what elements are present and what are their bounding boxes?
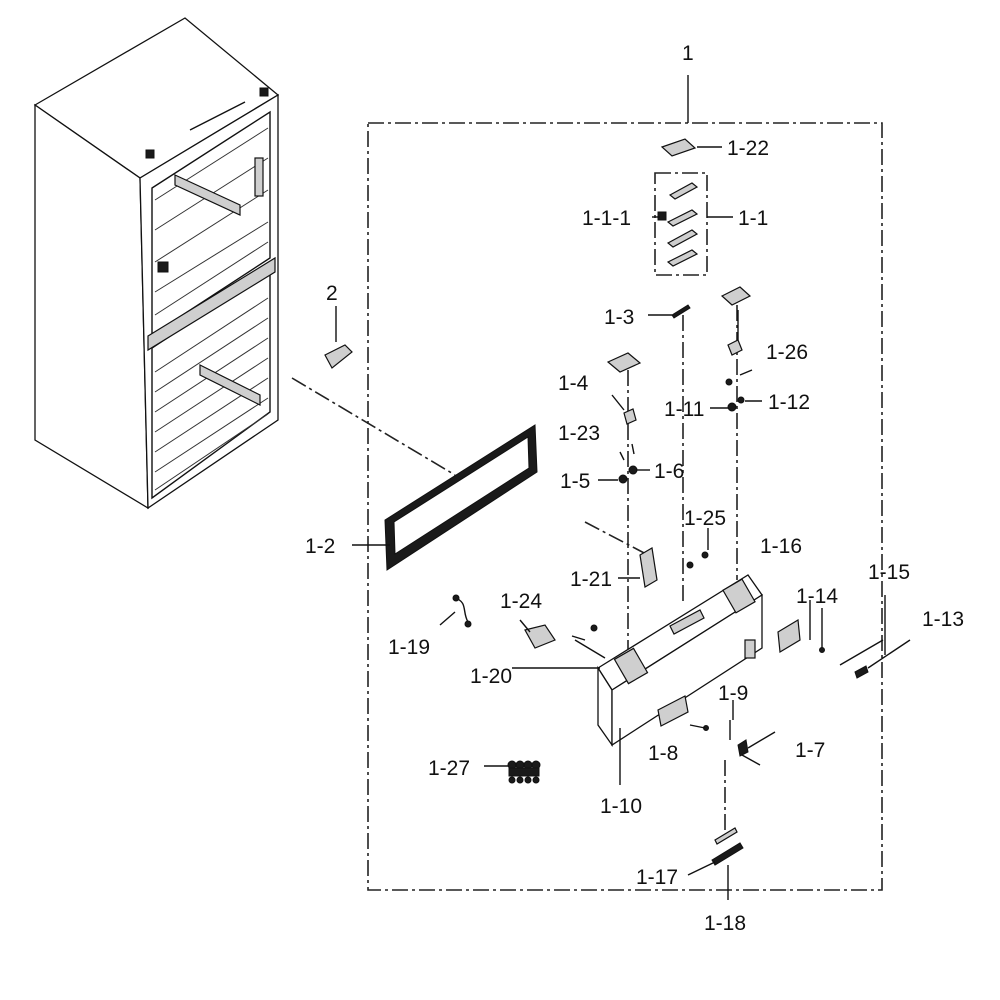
part-1-7-screw bbox=[737, 739, 749, 757]
cabinet-rail bbox=[199, 364, 261, 406]
part-1-22-cap bbox=[660, 138, 697, 157]
label-1-24: 1-24 bbox=[500, 590, 542, 613]
part-1-3-pin bbox=[671, 304, 691, 319]
part-1-2-gasket bbox=[384, 424, 538, 571]
label-1-3: 1-3 bbox=[604, 306, 634, 329]
cabinet-divider bbox=[147, 256, 276, 352]
label-1-16: 1-16 bbox=[760, 535, 802, 558]
cabinet-hinge-right bbox=[259, 87, 269, 97]
part-1-1-1-clip bbox=[657, 211, 667, 221]
label-1-27: 1-27 bbox=[428, 757, 470, 780]
assembly-1-boundary bbox=[367, 122, 883, 891]
callout-labels: 1 2 1-22 1-1-1 1-1 1-3 1-26 1-4 1-11 1-1… bbox=[305, 42, 964, 935]
cover-foot bbox=[744, 639, 756, 659]
label-1-14: 1-14 bbox=[796, 585, 838, 608]
label-1-4: 1-4 bbox=[558, 372, 589, 395]
refrigerator-cabinet bbox=[33, 17, 280, 510]
part-1-1-handle-pieces bbox=[657, 182, 699, 267]
part-1-27-screws bbox=[507, 760, 541, 784]
cabinet-opening-upper bbox=[151, 110, 271, 337]
part-1-21-bracket bbox=[639, 547, 658, 588]
label-1-17: 1-17 bbox=[636, 866, 678, 889]
part-screw-right bbox=[739, 369, 753, 376]
label-1-22: 1-22 bbox=[727, 137, 769, 160]
label-1-13: 1-13 bbox=[922, 608, 964, 631]
part-1-23-screw-2 bbox=[619, 451, 625, 461]
label-1-10: 1-10 bbox=[600, 795, 642, 818]
cover-front-face bbox=[611, 593, 763, 747]
label-1-20: 1-20 bbox=[470, 665, 512, 688]
label-1-11: 1-11 bbox=[664, 398, 704, 421]
part-1-23-screw bbox=[631, 443, 635, 455]
label-1-19: 1-19 bbox=[388, 636, 430, 659]
label-1-9: 1-9 bbox=[718, 682, 748, 705]
cover-hinge-right bbox=[722, 578, 756, 614]
part-1-11-washer bbox=[727, 402, 737, 412]
part-1-26-bushing bbox=[727, 339, 743, 356]
label-1-25: 1-25 bbox=[684, 507, 726, 530]
label-1-7: 1-7 bbox=[795, 739, 825, 762]
label-1-1-1: 1-1-1 bbox=[582, 207, 631, 230]
subassembly-1-1-box bbox=[654, 172, 708, 276]
part-cap-left bbox=[606, 352, 642, 373]
label-1-6: 1-6 bbox=[654, 460, 684, 483]
part-1-24-bracket bbox=[524, 624, 556, 649]
cover-slot bbox=[669, 609, 705, 635]
cabinet-hinge-left bbox=[145, 149, 155, 159]
label-1-8: 1-8 bbox=[648, 742, 678, 765]
part-1-12-nut bbox=[737, 396, 745, 404]
part-1-19-cable bbox=[454, 597, 469, 623]
part-door-cover-housing bbox=[597, 574, 763, 748]
part-1-8-plate bbox=[657, 695, 689, 727]
part-cap-right bbox=[720, 286, 752, 306]
part-1-18-strip bbox=[711, 842, 744, 866]
label-1-5: 1-5 bbox=[560, 470, 590, 493]
label-2: 2 bbox=[326, 282, 338, 305]
cabinet-shelves-upper bbox=[154, 127, 269, 316]
part-1-24-pin bbox=[571, 635, 586, 641]
label-1: 1 bbox=[682, 42, 694, 65]
label-1-12: 1-12 bbox=[768, 391, 810, 414]
axis-bracket bbox=[584, 521, 649, 556]
cabinet-small-part bbox=[157, 261, 169, 273]
label-1-2: 1-2 bbox=[305, 535, 335, 558]
cabinet-shelves-lower bbox=[154, 297, 269, 491]
cover-hinge-left bbox=[613, 647, 649, 685]
part-1-14-washer bbox=[819, 647, 825, 653]
part-1-25-screw bbox=[701, 551, 709, 559]
part-1-24-screw bbox=[590, 624, 598, 632]
label-1-15: 1-15 bbox=[868, 561, 910, 584]
label-1-18: 1-18 bbox=[704, 912, 746, 935]
leader-lines bbox=[335, 146, 911, 900]
part-2-bracket bbox=[324, 344, 353, 369]
label-1-23: 1-23 bbox=[558, 422, 600, 445]
part-1-4-bushing bbox=[623, 408, 637, 425]
label-1-1: 1-1 bbox=[738, 207, 768, 230]
part-1-17-strip bbox=[714, 827, 738, 845]
part-1-5-nut bbox=[618, 474, 628, 484]
part-1-25-screw-2 bbox=[686, 561, 694, 569]
part-screw-head bbox=[725, 378, 733, 386]
part-1-6-washer bbox=[628, 465, 638, 475]
cabinet-bracket bbox=[174, 174, 241, 216]
label-1-26: 1-26 bbox=[766, 341, 808, 364]
cabinet-light bbox=[254, 157, 264, 197]
part-1-16-bracket bbox=[777, 618, 801, 654]
label-1-21: 1-21 bbox=[570, 568, 612, 591]
cabinet-top-edge bbox=[189, 101, 246, 131]
axis-gasket bbox=[291, 377, 456, 476]
part-1-13-pin bbox=[854, 665, 869, 679]
